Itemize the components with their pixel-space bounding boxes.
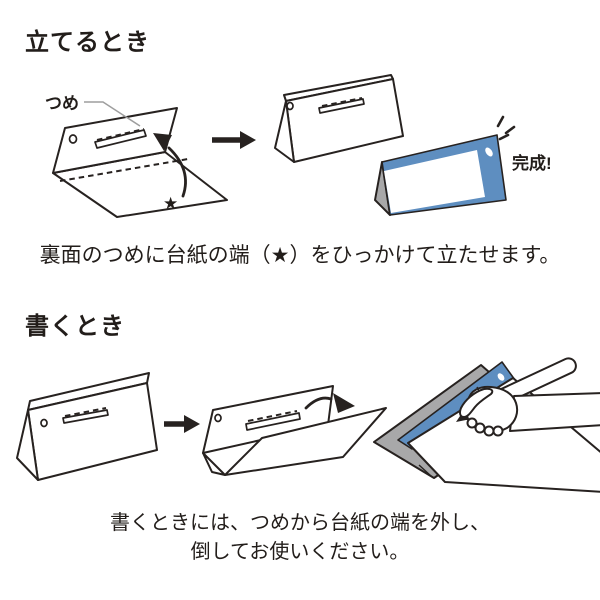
tab-flap	[62, 409, 109, 424]
done-label: 完成!	[512, 154, 552, 173]
stand-section-caption: 裏面のつめに台紙の端（★）をひっかけて立たせます。	[39, 244, 561, 267]
arm	[509, 392, 600, 432]
thumb-crease	[476, 386, 480, 392]
write-section-heading: 書くとき	[25, 313, 125, 340]
punch-hole-icon	[497, 373, 505, 381]
punch-hole-icon	[40, 418, 48, 428]
front-face-white-panel	[384, 150, 485, 213]
tab-slot-icon	[247, 410, 298, 422]
step-arrow-icon	[212, 131, 256, 149]
knuckle	[474, 422, 486, 434]
tab-flap	[245, 412, 301, 431]
fold-line-dashed	[59, 158, 189, 182]
write-caption-line-1: 書くときには、つめから台紙の端を外し、	[110, 512, 490, 534]
tab-label: つめ	[45, 94, 79, 113]
knuckle	[483, 425, 495, 437]
star-symbol: ★	[163, 194, 179, 213]
label-leader-line	[84, 101, 141, 127]
punch-hole-icon	[214, 413, 222, 423]
tab-flap	[94, 129, 147, 149]
fold-arrow-head	[333, 393, 355, 413]
tab-slot-icon	[321, 97, 363, 107]
knuckle	[466, 417, 478, 429]
side-gusset	[202, 452, 226, 476]
side-gusset	[274, 100, 295, 163]
diagram-standing-card-back	[274, 74, 404, 163]
write-section-caption: 書くときには、つめから台紙の端を外し、 倒してお使いください。	[0, 509, 600, 567]
diagram-unfolded-card	[52, 101, 228, 218]
knuckle	[492, 425, 504, 437]
writing-sheet	[407, 377, 600, 493]
diagram-writing-hand	[373, 357, 600, 493]
base-flap-open	[224, 407, 387, 476]
emphasis-sparkle-icon	[496, 115, 516, 141]
backing-fold-line	[418, 464, 432, 477]
punch-hole-icon	[286, 101, 294, 111]
tab-slot-icon	[96, 128, 145, 141]
fold-arrow-head	[153, 133, 172, 151]
punch-hole-icon	[68, 134, 78, 144]
stand-section-heading: 立てるとき	[25, 29, 150, 56]
fold-arrow-icon	[304, 396, 333, 410]
fold-arrow-icon	[167, 146, 187, 198]
step-arrow-icon	[164, 415, 200, 433]
diagram-finished-stand	[374, 115, 516, 216]
side-gusset	[16, 409, 39, 481]
thumb	[459, 387, 494, 418]
diagram-opening-card	[202, 385, 387, 476]
punch-hole-icon	[485, 147, 493, 157]
tab-slot-icon	[64, 407, 107, 417]
tab-flap	[318, 98, 365, 114]
blue-strip	[397, 361, 516, 450]
write-caption-line-2: 倒してお使いください。	[190, 541, 410, 563]
diagram-standing-card-back-2	[16, 372, 158, 481]
